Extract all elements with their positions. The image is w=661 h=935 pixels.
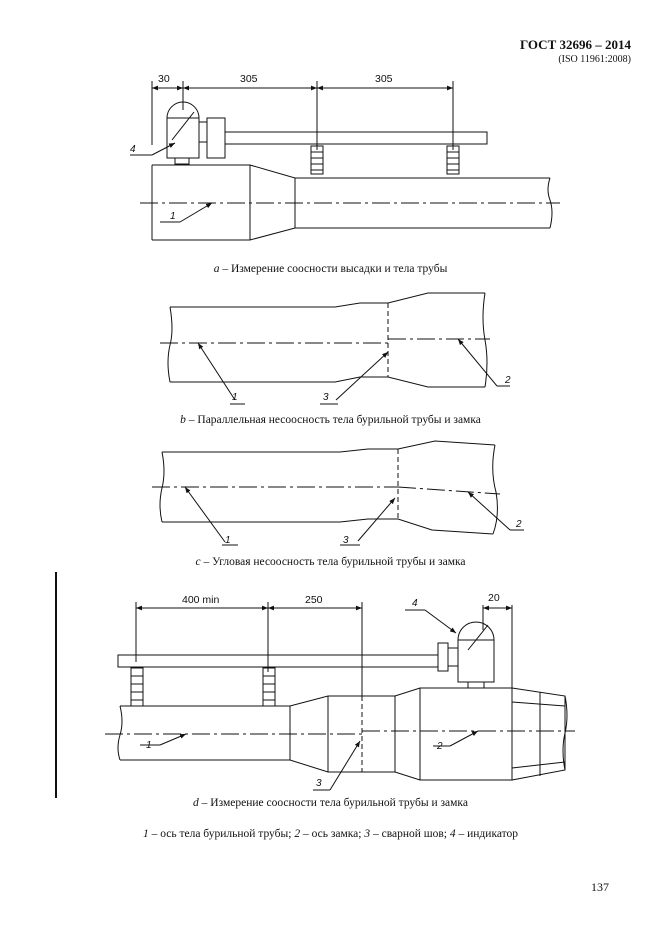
dim-a-30: 30	[158, 73, 170, 85]
figure-d	[105, 602, 575, 791]
legend-text-4: – индикатор	[455, 828, 519, 840]
caption-c: c – Угловая несоосность тела бурильной т…	[0, 556, 661, 568]
figure-legend: 1 – ось тела бурильной трубы; 2 – ось за…	[0, 828, 661, 840]
dim-d-400-min: 400 min	[182, 594, 220, 606]
dim-d-20: 20	[488, 592, 500, 604]
standard-title: ГОСТ 32696 – 2014	[519, 37, 631, 52]
legend-num-2: 2	[294, 828, 301, 840]
caption-a-text: – Измерение соосности высадки и тела тру…	[219, 263, 448, 275]
caption-d: d – Измерение соосности тела бурильной т…	[0, 797, 661, 809]
label-c-2: 2	[515, 519, 522, 530]
dim-a-305-first: 305	[240, 73, 258, 85]
legend-text-1: – ось тела бурильной трубы;	[148, 828, 295, 840]
dim-d-250: 250	[305, 594, 323, 606]
figure-c	[152, 440, 524, 546]
legend-num-1: 1	[142, 828, 149, 840]
figure-b	[160, 292, 510, 405]
label-a-1: 1	[170, 211, 176, 222]
label-c-3: 3	[343, 535, 349, 546]
label-c-1: 1	[225, 535, 231, 546]
label-d-3: 3	[316, 778, 322, 789]
label-d-4: 4	[412, 598, 418, 609]
caption-b: b – Параллельная несоосность тела буриль…	[0, 414, 661, 426]
legend-num-4: 4	[449, 828, 456, 840]
caption-a: a – Измерение соосности высадки и тела т…	[0, 263, 661, 275]
label-b-2: 2	[504, 375, 511, 386]
caption-a-letter: a	[213, 263, 220, 275]
caption-b-letter: b	[180, 414, 186, 426]
label-b-3: 3	[323, 392, 329, 403]
caption-d-letter: d	[193, 797, 199, 809]
label-a-4: 4	[130, 144, 136, 155]
legend-text-3: – сварной шов;	[370, 828, 450, 840]
dim-a-305-second: 305	[375, 73, 393, 85]
caption-c-text: – Угловая несоосность тела бурильной тру…	[200, 556, 466, 568]
page-number: 137	[591, 880, 609, 894]
caption-d-text: – Измерение соосности тела бурильной тру…	[198, 797, 468, 809]
legend-text-2: – ось замка;	[300, 828, 365, 840]
legend-num-3: 3	[364, 828, 371, 840]
caption-c-letter: c	[195, 556, 201, 568]
figure-a	[130, 81, 560, 241]
label-d-2: 2	[436, 741, 443, 752]
iso-reference: (ISO 11961:2008)	[558, 54, 631, 65]
label-d-1: 1	[146, 740, 152, 751]
caption-b-text: – Параллельная несоосность тела бурильно…	[185, 414, 481, 426]
change-bar	[55, 572, 57, 798]
label-b-1: 1	[232, 392, 238, 403]
